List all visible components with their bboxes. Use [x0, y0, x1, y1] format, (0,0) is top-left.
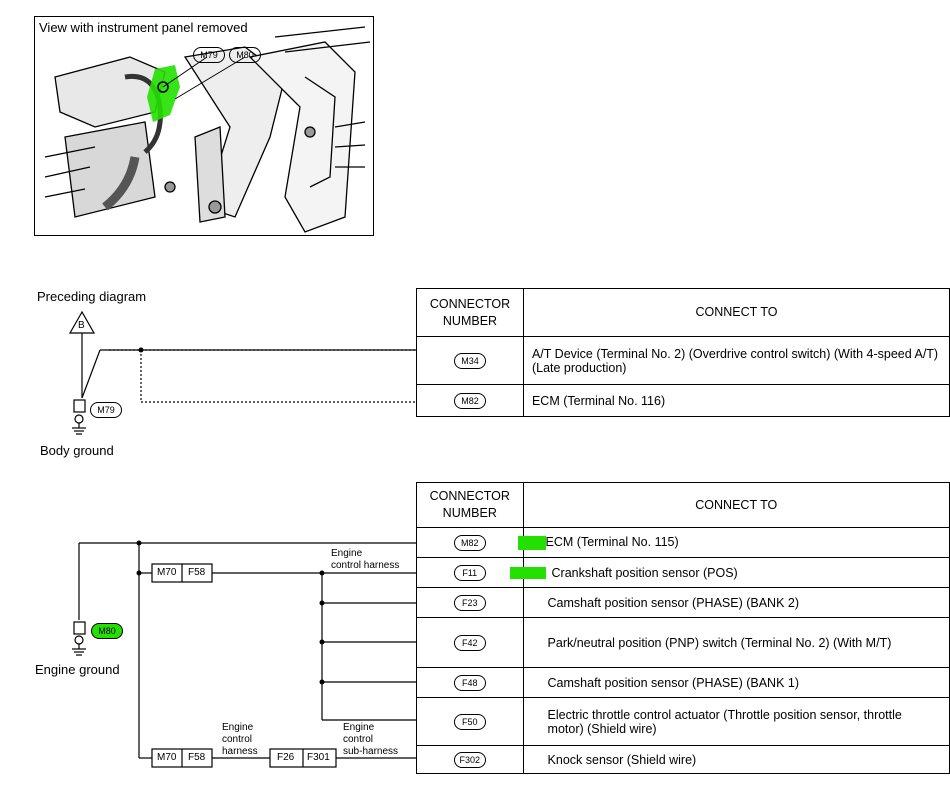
connector-m82-b: M82 — [453, 534, 486, 551]
header-connect-to: CONNECT TO — [522, 288, 950, 337]
table-row: M34 A/T Device (Terminal No. 2) (Overdri… — [416, 336, 950, 385]
table-row: F50 Electric throttle control actuator (… — [416, 697, 950, 746]
engine-control-harness-label: Engine control harness — [331, 548, 400, 571]
header-connector-number: CONNECTOR NUMBER — [416, 288, 524, 337]
illustration-title: View with instrument panel removed — [39, 20, 248, 35]
harness-connector-f58-bottom: F58 — [188, 752, 206, 763]
engine-ground-label: Engine ground — [35, 662, 120, 677]
connector-label-m80: M80 — [229, 45, 261, 63]
connect-to-f42: Park/neutral position (PNP) switch (Term… — [522, 617, 950, 668]
connect-to-m82: ECM (Terminal No. 116) — [522, 384, 950, 417]
connector-table-1: CONNECTOR NUMBER CONNECT TO M34 A/T Devi… — [416, 288, 950, 417]
connector-label-m79: M79 — [193, 45, 225, 63]
table-row: M82 ECM (Terminal No. 116) — [416, 384, 950, 417]
engine-bay-drawing — [44, 26, 371, 233]
engine-control-subharness-label: Engine control sub-harness — [343, 722, 399, 757]
table-row: M82 ECM (Terminal No. 115) — [416, 527, 950, 558]
table-row: F48 Camshaft position sensor (PHASE) (BA… — [416, 667, 950, 698]
table-row: F23 Camshaft position sensor (PHASE) (BA… — [416, 587, 950, 618]
table-row: F302 Knock sensor (Shield wire) — [416, 745, 950, 774]
header-connector-number-2: CONNECTOR NUMBER — [416, 482, 524, 528]
connector-f23: F23 — [453, 594, 486, 611]
connector-f11: F11 — [453, 564, 486, 581]
connect-to-m34: A/T Device (Terminal No. 2) (Overdrive c… — [522, 336, 950, 385]
connector-table-2: CONNECTOR NUMBER CONNECT TO M82 ECM (Ter… — [416, 482, 950, 774]
instrument-panel-illustration: View with instrument panel removed M79 M… — [34, 16, 374, 236]
table-row: F42 Park/neutral position (PNP) switch (… — [416, 617, 950, 668]
triangle-b-label: B — [78, 320, 85, 331]
connect-to-f302: Knock sensor (Shield wire) — [522, 745, 950, 774]
connect-to-f23: Camshaft position sensor (PHASE) (BANK 2… — [522, 587, 950, 618]
ground-connector-m79: M79 — [90, 400, 122, 418]
highlight-mark — [509, 567, 546, 580]
connect-to-f50: Electric throttle control actuator (Thro… — [522, 697, 950, 746]
header-connect-to-2: CONNECT TO — [522, 482, 950, 528]
connector-m34: M34 — [453, 352, 486, 369]
connector-f302: F302 — [453, 751, 487, 768]
highlight-mark — [517, 535, 546, 550]
connect-to-f48: Camshaft position sensor (PHASE) (BANK 1… — [522, 667, 950, 698]
harness-connector-f58: F58 — [188, 567, 206, 578]
engine-control-harness-label-2: Engine control harness — [222, 722, 258, 757]
connector-m82: M82 — [453, 392, 486, 409]
table-row: F11 Crankshaft position sensor (POS) — [416, 557, 950, 588]
preceding-diagram-label: Preceding diagram — [37, 289, 147, 304]
harness-connector-m70-bottom: M70 — [157, 752, 177, 763]
harness-connector-m70: M70 — [157, 567, 177, 578]
connector-f48: F48 — [453, 674, 486, 691]
body-ground-label: Body ground — [40, 443, 114, 458]
ground-connector-m80: M80 — [91, 621, 123, 639]
connector-f50: F50 — [453, 713, 486, 730]
connect-to-f11: Crankshaft position sensor (POS) — [509, 557, 950, 588]
harness-connector-f301: F301 — [307, 752, 330, 763]
connect-to-m82-b: ECM (Terminal No. 115) — [517, 527, 950, 558]
harness-connector-f26: F26 — [277, 752, 295, 763]
connector-f42: F42 — [453, 634, 486, 651]
